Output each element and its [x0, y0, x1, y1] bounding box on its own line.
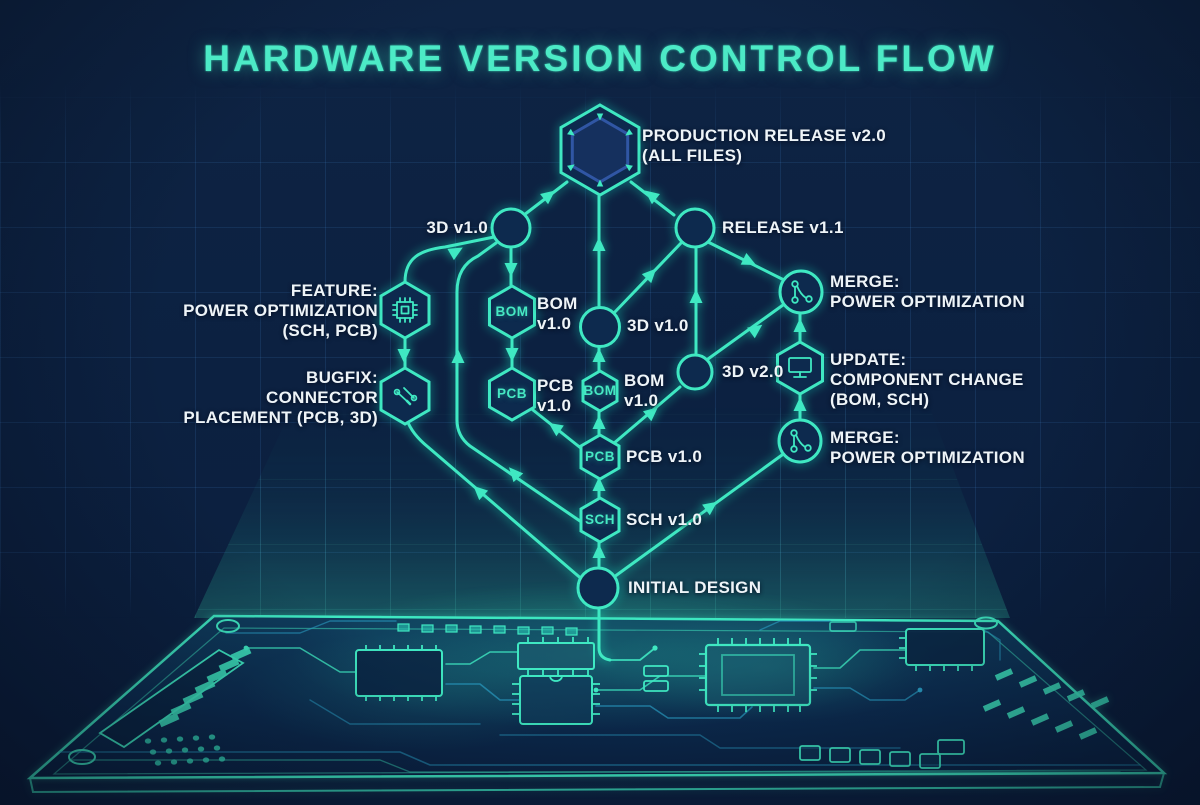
node-merge-top: [778, 269, 824, 315]
node-3d-v1-left: [490, 207, 532, 249]
label-update: UPDATE: COMPONENT CHANGE (BOM, SCH): [830, 350, 1024, 409]
label-release-v1-1: RELEASE v1.1: [722, 218, 844, 237]
edge-initial-to-bugfix: [405, 418, 586, 583]
edge-feature-to-3d-left: [403, 235, 496, 284]
node-update: [776, 340, 824, 396]
label-bom-left: BOM v1.0: [537, 294, 578, 333]
tag-bom-center: BOM: [583, 383, 617, 399]
label-pcb-left: PCB v1.0: [537, 376, 574, 415]
label-sch-center: SCH v1.0: [626, 510, 703, 529]
node-production-release: [559, 103, 641, 197]
label-bom-center: BOM v1.0: [624, 371, 665, 410]
label-initial-design: INITIAL DESIGN: [628, 578, 762, 597]
label-3d-v1-left: 3D v1.0: [426, 218, 488, 237]
label-merge-bottom: MERGE: POWER OPTIMIZATION: [830, 428, 1025, 467]
tag-pcb-center: PCB: [584, 449, 616, 465]
page-title: HARDWARE VERSION CONTROL FLOW: [203, 38, 997, 79]
label-feature: FEATURE: POWER OPTIMIZATION (SCH, PCB): [183, 281, 378, 340]
tag-bom-left: BOM: [495, 304, 529, 320]
edge-initial-to-board: [597, 605, 612, 662]
label-production-release: PRODUCTION RELEASE v2.0 (ALL FILES): [642, 126, 887, 165]
node-3d-v1-center: [579, 306, 621, 348]
tag-sch-center: SCH: [584, 512, 616, 528]
node-feature: [379, 280, 431, 340]
node-initial-design: [576, 566, 620, 610]
node-release-v1-1: [674, 207, 716, 249]
label-pcb-center: PCB v1.0: [626, 447, 703, 466]
label-merge-top: MERGE: POWER OPTIMIZATION: [830, 272, 1025, 311]
node-merge-bottom: [777, 418, 823, 464]
node-3d-v2: [676, 353, 714, 391]
label-3d-v2: 3D v2.0: [722, 362, 784, 381]
edge-3dv2-to-mergetop: [706, 303, 785, 361]
label-3d-v1-center: 3D v1.0: [627, 316, 689, 335]
node-bugfix: [379, 366, 431, 426]
tag-pcb-left: PCB: [496, 386, 528, 402]
label-bugfix: BUGFIX: CONNECTOR PLACEMENT (PCB, 3D): [183, 368, 378, 427]
